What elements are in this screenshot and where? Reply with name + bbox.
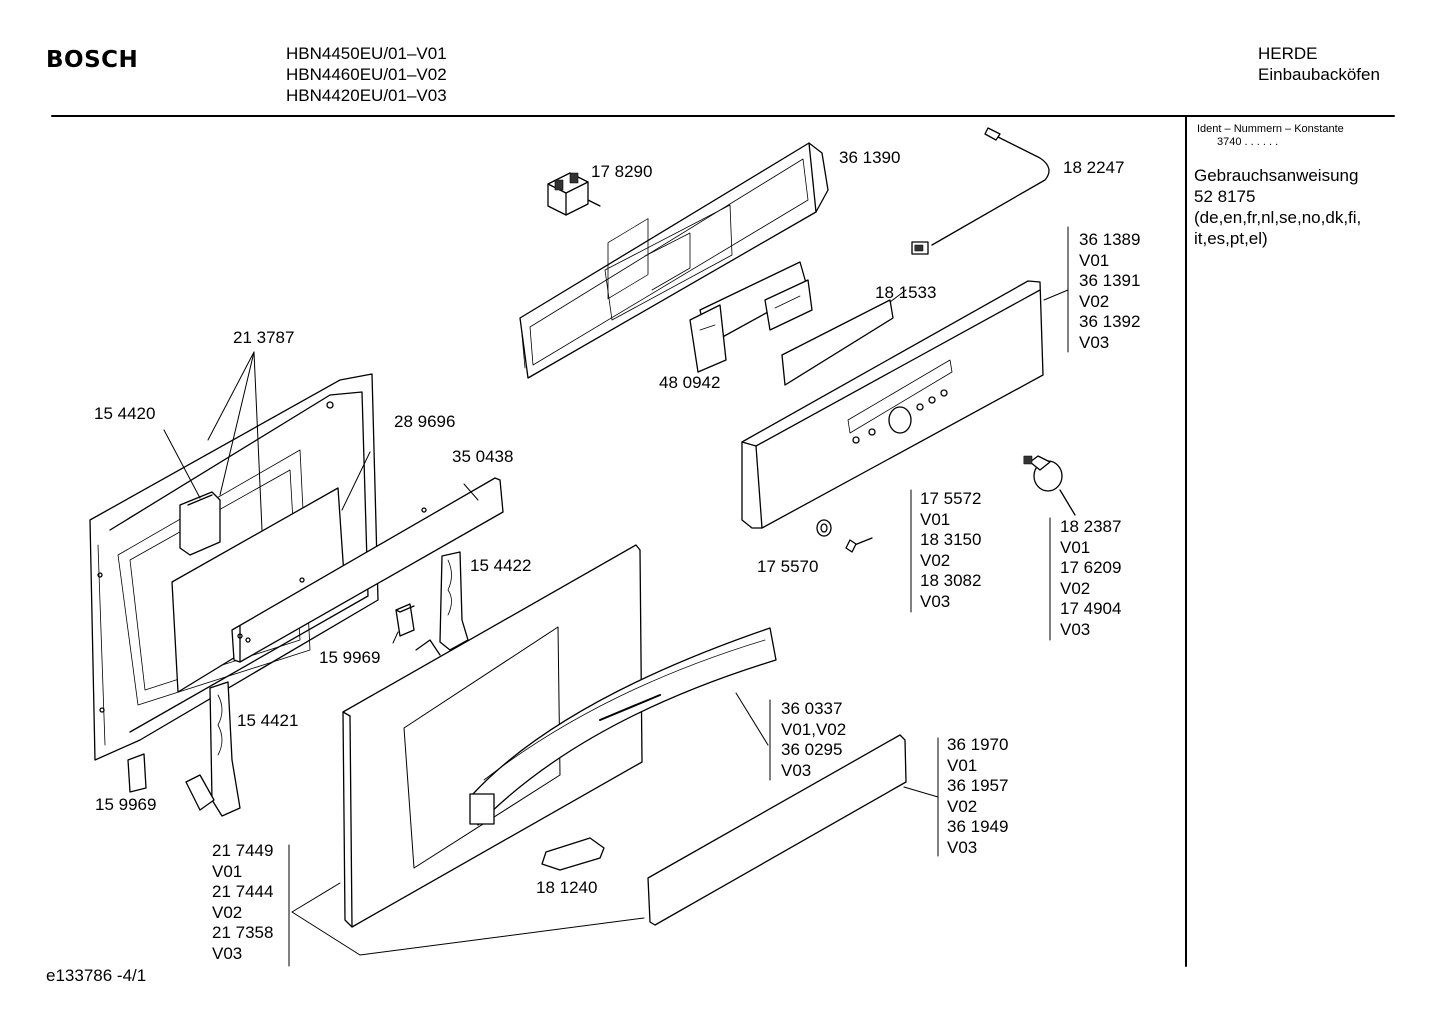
part-label: 15 9969: [95, 795, 157, 814]
variant-line: V02: [1060, 578, 1091, 598]
fascia-panel: [741, 280, 1044, 529]
variant-line: 18 3082: [920, 571, 982, 591]
variant-line: 36 1392: [1079, 312, 1141, 332]
variant-line: V02: [920, 550, 951, 570]
variant-line: 21 7449: [212, 841, 274, 860]
knob-part: [1023, 455, 1076, 516]
screw-part: [816, 519, 873, 553]
hinge-upper: [415, 551, 469, 656]
rail-part: [231, 477, 504, 663]
variant-line: 36 1957: [947, 776, 1009, 796]
variant-line: V02: [212, 902, 243, 922]
model-number: HBN4420EU/01–V03: [286, 86, 447, 105]
part-label: 15 4420: [94, 404, 156, 423]
part-label: 35 0438: [452, 447, 514, 466]
variant-line: 17 6209: [1060, 558, 1122, 578]
variant-line: V03: [1079, 332, 1110, 352]
part-label: 18 1240: [536, 878, 598, 897]
variant-line: V03: [1060, 619, 1091, 639]
ident-title: Ident – Nummern – Konstante: [1197, 123, 1344, 135]
variant-line: V02: [947, 796, 978, 816]
ident-block: Ident – Nummern – Konstante 3740 . . . .…: [1197, 123, 1344, 149]
variant-line: 21 7444: [212, 882, 274, 902]
part-label: 48 0942: [659, 373, 721, 392]
part-label: 36 1390: [839, 148, 901, 167]
part-label: 15 4422: [470, 556, 532, 575]
variant-line: 36 1970: [947, 735, 1009, 754]
variant-line: V02: [1079, 291, 1110, 311]
variant-line: 36 0295: [781, 740, 843, 760]
leader-lines: [163, 226, 1069, 967]
variant-list-glass: 36 1970 V01 36 1957 V02 36 1949 V03: [947, 735, 1008, 859]
part-label: 18 2247: [1063, 158, 1125, 177]
variant-line: 18 3150: [920, 530, 982, 550]
part-label: 17 5570: [757, 557, 819, 576]
variant-line: V01: [947, 755, 978, 775]
part-label: 21 3787: [233, 328, 295, 347]
model-number: HBN4450EU/01–V01: [286, 44, 447, 63]
variant-list-knob: 18 2387 V01 17 6209 V02 17 4904 V03: [1060, 517, 1121, 641]
variant-line: V01: [1079, 250, 1110, 270]
bottom-glass: [647, 734, 907, 926]
sensor-part: [911, 127, 1050, 255]
category: HERDE Einbaubacköfen: [1258, 43, 1380, 85]
switch-part: [547, 172, 601, 216]
variant-list-screw: 17 5572 V01 18 3150 V02 18 3082 V03: [920, 489, 981, 613]
part-label: 17 8290: [591, 162, 653, 181]
brand-logo: BOSCH: [46, 47, 139, 73]
outer-door: [342, 544, 643, 928]
variant-line: V01: [920, 509, 951, 529]
variant-line: 36 1391: [1079, 271, 1141, 291]
control-panel-frame: [519, 142, 829, 379]
block-lower: [127, 753, 147, 793]
variant-line: 17 4904: [1060, 599, 1122, 619]
model-number: HBN4460EU/01–V02: [286, 65, 447, 84]
variant-list-handle: 36 0337 V01,V02 36 0295 V03: [781, 699, 846, 781]
manual-label: Gebrauchsanweisung: [1194, 166, 1359, 185]
bracket-left: [179, 491, 221, 556]
variant-line: 17 5572: [920, 489, 982, 508]
manual-languages: (de,en,fr,nl,se,no,dk,fi, it,es,pt,el): [1194, 208, 1362, 248]
door-handle: [469, 627, 777, 826]
drawing-id: e133786 -4/1: [46, 966, 147, 985]
variant-line: V03: [781, 760, 812, 780]
variant-line: V01: [212, 861, 243, 881]
variant-line: V03: [920, 591, 951, 611]
manual-block: Gebrauchsanweisung 52 8175 (de,en,fr,nl,…: [1194, 165, 1394, 249]
electronics-module: [689, 261, 813, 373]
model-list: HBN4450EU/01–V01 HBN4460EU/01–V02 HBN442…: [286, 43, 447, 106]
display-window: [781, 299, 894, 386]
clip-part: [541, 837, 605, 871]
part-label: 28 9696: [394, 412, 456, 431]
manual-number: 52 8175: [1194, 187, 1256, 206]
variant-list-door: 21 7449 V01 21 7444 V02 21 7358 V03: [212, 841, 273, 965]
category-line: Einbaubacköfen: [1258, 65, 1380, 84]
variant-line: 21 7358: [212, 923, 274, 943]
variant-line: V01: [1060, 537, 1091, 557]
variant-line: V01,V02: [781, 719, 847, 739]
category-line: HERDE: [1258, 44, 1318, 63]
variant-line: 18 2387: [1060, 517, 1122, 536]
variant-line: 36 0337: [781, 699, 843, 718]
hinge-lower: [185, 681, 241, 817]
variant-line: V03: [212, 943, 243, 963]
variant-line: 36 1949: [947, 817, 1009, 837]
part-label: 18 1533: [875, 283, 937, 302]
ident-value: 3740 . . . . . .: [1217, 136, 1279, 148]
part-label: 15 9969: [319, 648, 381, 667]
variant-list-panel: 36 1389 V01 36 1391 V02 36 1392 V03: [1079, 230, 1140, 354]
variant-line: V03: [947, 837, 978, 857]
variant-line: 36 1389: [1079, 230, 1141, 249]
block-upper: [395, 603, 415, 637]
part-label: 15 4421: [237, 711, 299, 730]
